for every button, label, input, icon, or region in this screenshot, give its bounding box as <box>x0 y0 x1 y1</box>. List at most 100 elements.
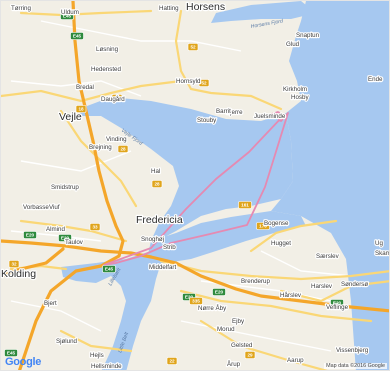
road-shield: E20 <box>212 288 226 296</box>
road-shield-label: 22 <box>169 359 175 364</box>
road-shield: 29 <box>244 351 256 359</box>
road-shields: E45E45E20E20E20182328525228161170E45E203… <box>4 12 344 365</box>
town-label: Brejning <box>89 144 112 151</box>
town-label: Aarup <box>287 357 304 364</box>
town-label: Veflinge <box>326 304 349 311</box>
road-shield-label: 170 <box>259 224 267 229</box>
town-label: Særslev <box>316 253 340 260</box>
town-label: Snoghøj <box>141 236 164 243</box>
city-label: Kolding <box>1 268 36 280</box>
road-shield: 161 <box>238 201 252 209</box>
town-label: Stouby <box>197 117 217 124</box>
road-shield-label: E45 <box>105 267 114 272</box>
water-label: Horsens Fjord <box>250 18 284 30</box>
town-label: Middelfart <box>149 264 176 271</box>
road-shield-label: 28 <box>154 182 160 187</box>
town-label: Skamb <box>375 250 390 257</box>
road-shield: 32 <box>8 260 20 268</box>
town-label: Vissenbjerg <box>336 347 369 354</box>
little-belt-south <box>96 251 161 370</box>
belt-sea-east <box>356 231 389 370</box>
road-shield: E45 <box>70 32 84 40</box>
town-label: Uldum <box>61 9 79 16</box>
town-label: Brenderup <box>241 278 270 285</box>
town-label: Gelsted <box>231 342 253 349</box>
road-shield: 33 <box>89 223 101 231</box>
town-label: Hejls <box>90 352 104 359</box>
town-label: Ug <box>375 240 383 247</box>
map-attribution[interactable]: Map data ©2016 Google <box>324 363 387 369</box>
road-shield-label: E20 <box>215 290 224 295</box>
town-label: Løsning <box>96 46 119 53</box>
town-label: Hatting <box>159 5 179 12</box>
town-label: Sjølund <box>56 338 78 345</box>
town-label: Snaptun <box>296 32 320 39</box>
road-shield: E20 <box>23 231 37 239</box>
road-shield: 28 <box>117 145 129 153</box>
town-label: Nørre Åby <box>198 305 227 312</box>
town-label: Hårslev <box>280 292 302 299</box>
google-logo-text: Google <box>5 356 42 368</box>
town-label: Hal <box>151 168 160 175</box>
town-label: Årup <box>227 361 241 368</box>
road-shield-label: 23 <box>114 96 120 101</box>
town-label: Harslev <box>311 283 333 290</box>
road-shield-label: E45 <box>73 34 82 39</box>
town-label: Bredal <box>76 84 94 91</box>
town-label: Almind <box>46 226 65 233</box>
road-shield: E45 <box>4 349 18 357</box>
road-shield-label: 161 <box>241 203 249 208</box>
motorway-west-link <box>1 247 65 278</box>
town-label: Tørring <box>11 5 31 12</box>
town-label: Bjerre <box>226 109 243 116</box>
road-shield: 23 <box>111 94 123 102</box>
road-shield-label: 18 <box>78 107 84 112</box>
road-shield-label: 29 <box>247 353 253 358</box>
town-label: Kirkholm <box>283 86 307 93</box>
road-shield-label: E20 <box>333 301 342 306</box>
major-roads <box>1 9 389 370</box>
town-label: Vinding <box>106 136 127 143</box>
google-logo: Google <box>5 356 41 368</box>
road-shield-label: E20 <box>185 295 194 300</box>
town-label: Glud <box>286 41 300 48</box>
town-label: Juelsminde <box>254 113 286 120</box>
town-label: Søndersø <box>341 281 368 288</box>
road-shield-label: E45 <box>63 14 72 19</box>
town-label: Hellsminde <box>91 363 122 370</box>
road-shield-label: E20 <box>26 233 35 238</box>
road-shield: 18 <box>75 105 87 113</box>
motorway-e45 <box>17 1 125 370</box>
city-label: Horsens <box>186 1 225 13</box>
town-label: Ejby <box>232 318 245 325</box>
city-label: Vejle <box>59 111 82 123</box>
route-polyline[interactable] <box>103 111 289 266</box>
road-shield: E45 <box>102 265 116 273</box>
road-shield: 52 <box>187 43 199 51</box>
town-label: Viuf <box>49 204 60 211</box>
road-shield-label: 32 <box>11 262 17 267</box>
town-label: Hosby <box>291 94 309 101</box>
town-label: Bjert <box>44 300 57 307</box>
road-shield: 335 <box>189 297 203 305</box>
road-shield-label: E45 <box>7 351 16 356</box>
road-shield: 52 <box>198 79 210 87</box>
road-shield: 28 <box>151 180 163 188</box>
road-shield: E45 <box>60 12 74 20</box>
road-shield: 170 <box>256 222 270 230</box>
road-shield-label: 335 <box>192 299 200 304</box>
town-label: Bogense <box>264 220 289 227</box>
town-label: Smidstrup <box>51 184 79 191</box>
road-shield-label: 28 <box>120 147 126 152</box>
town-label: Morud <box>217 326 235 333</box>
road-shield-label: 33 <box>92 225 98 230</box>
road-shield: E20 <box>330 299 344 307</box>
horsens-fjord <box>211 1 316 23</box>
town-label: Hugget <box>271 240 291 247</box>
road-shield-label: 52 <box>201 81 207 86</box>
town-label: Taulov <box>65 239 84 246</box>
town-label: Ende <box>368 76 383 83</box>
